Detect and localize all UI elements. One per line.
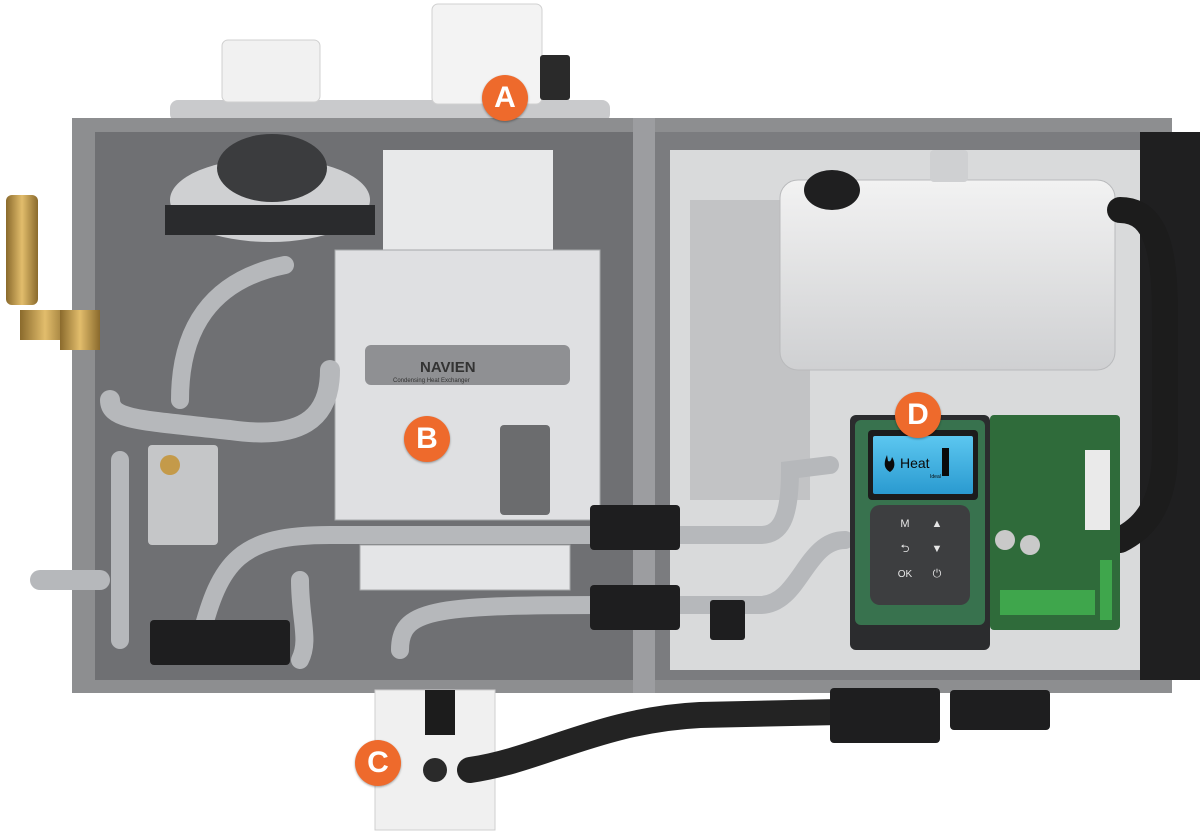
- display-small-label: Ideal: [930, 474, 941, 480]
- keypad: [870, 505, 970, 605]
- marker-a[interactable]: A: [482, 75, 528, 121]
- control-board: Heat Ideal M ▲ ⮌ ▼ OK ⏻: [850, 415, 1120, 650]
- blower-fan: [165, 134, 375, 242]
- marker-c[interactable]: C: [355, 740, 401, 786]
- condensate-trap: [374, 688, 1050, 831]
- gas-valve: [148, 445, 218, 545]
- heat-exchanger: NAVIEN Condensing Heat Exchanger: [334, 150, 601, 591]
- pipe-fittings: [150, 505, 745, 665]
- brass-relief-valve: [6, 195, 100, 350]
- navien-logo-subtext: Condensing Heat Exchanger: [393, 378, 470, 384]
- key-down[interactable]: ▼: [932, 543, 943, 555]
- condensate-tank: [779, 150, 1116, 371]
- key-menu[interactable]: M: [900, 518, 909, 530]
- key-up[interactable]: ▲: [932, 518, 943, 530]
- marker-b[interactable]: B: [404, 416, 450, 462]
- flame-icon: [884, 455, 895, 472]
- key-power[interactable]: ⏻: [933, 568, 942, 580]
- key-ok[interactable]: OK: [898, 569, 913, 580]
- water-pipes: [30, 256, 854, 669]
- marker-d[interactable]: D: [895, 392, 941, 438]
- key-back[interactable]: ⮌: [901, 543, 910, 555]
- navien-logo: NAVIEN: [420, 359, 476, 376]
- display-mode: Heat: [900, 455, 930, 471]
- vent-collars: [170, 3, 610, 122]
